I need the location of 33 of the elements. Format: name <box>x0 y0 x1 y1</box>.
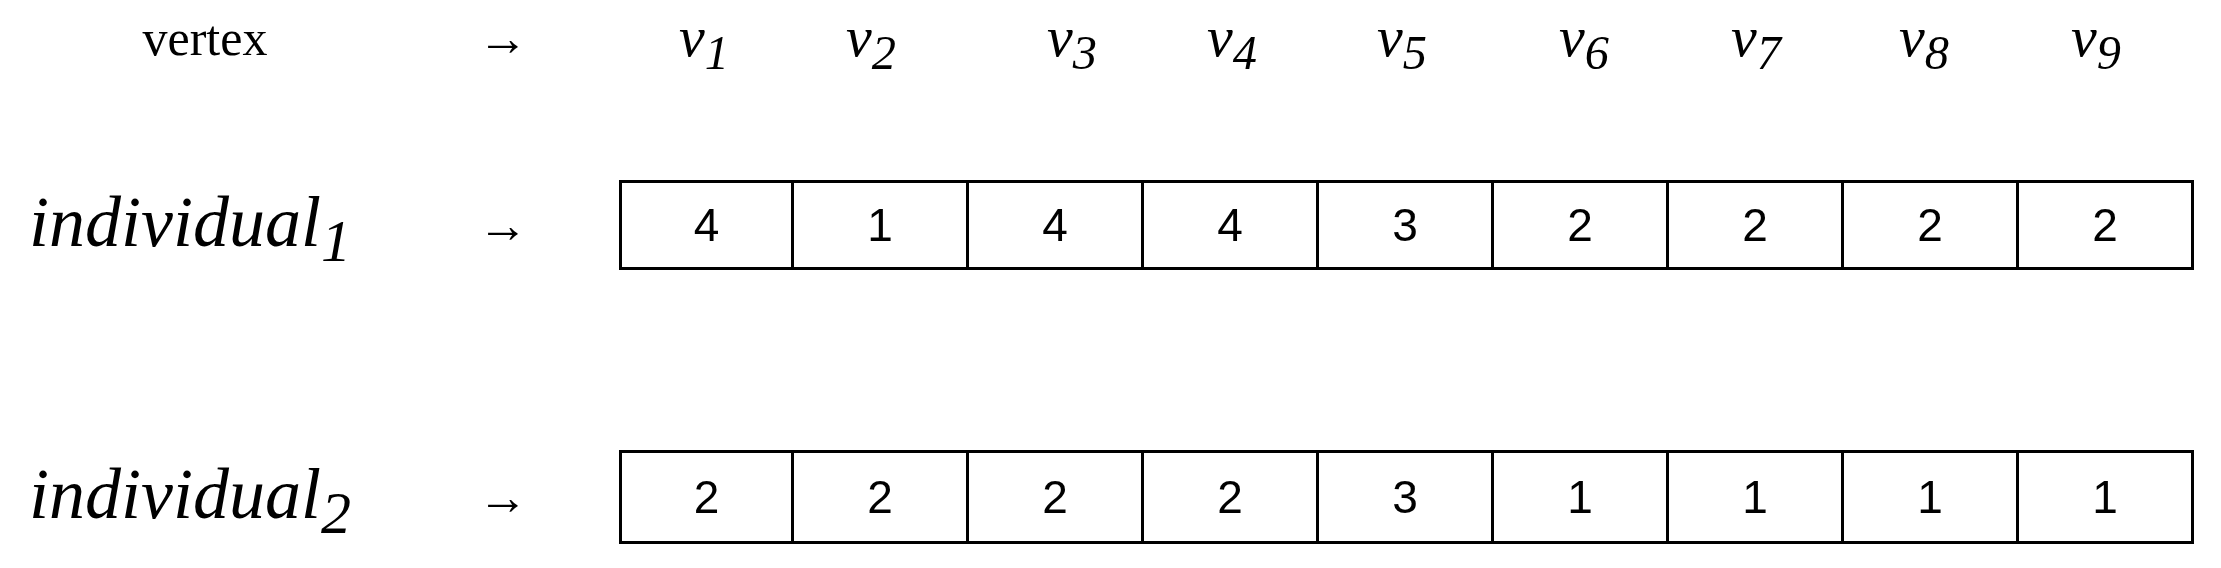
gene-cell: 2 <box>791 450 969 544</box>
gene-cell: 4 <box>619 180 794 270</box>
gene-cell: 4 <box>1141 180 1319 270</box>
gene-cell: 2 <box>1666 180 1844 270</box>
gene-cell: 1 <box>791 180 969 270</box>
gene-cell: 1 <box>2016 450 2194 544</box>
gene-cell: 2 <box>966 450 1144 544</box>
column-label: v$_{4}$ <box>1207 7 1257 77</box>
column-label: v$_{8}$ <box>1899 7 1949 77</box>
arrow-sign: → <box>478 200 528 250</box>
column-label: v$_{1}$ <box>679 7 729 77</box>
column-label: v$_{7}$ <box>1731 7 1781 77</box>
gene-cell: 1 <box>1491 450 1669 544</box>
gene-cell: 2 <box>619 450 794 544</box>
gene-cell: 1 <box>1841 450 2019 544</box>
column-label: v$_{5}$ <box>1377 7 1427 77</box>
header-label: vertex <box>142 13 268 63</box>
gene-cell: 2 <box>1841 180 2019 270</box>
column-label: v$_{3}$ <box>1047 7 1097 77</box>
row-label: individual$_{2}$ <box>29 458 351 544</box>
gene-cell: 2 <box>1491 180 1669 270</box>
arrow-sign: → <box>478 472 528 522</box>
row-label: individual$_{1}$ <box>29 186 351 272</box>
gene-cell: 2 <box>1141 450 1319 544</box>
gene-cell: 3 <box>1316 180 1494 270</box>
gene-cell: 2 <box>2016 180 2194 270</box>
gene-cell: 1 <box>1666 450 1844 544</box>
column-label: v$_{6}$ <box>1559 7 1609 77</box>
arrow-sign: → <box>478 13 528 63</box>
column-label: v$_{9}$ <box>2071 7 2121 77</box>
column-label: v$_{2}$ <box>846 7 896 77</box>
gene-cell: 4 <box>966 180 1144 270</box>
gene-cell: 3 <box>1316 450 1494 544</box>
